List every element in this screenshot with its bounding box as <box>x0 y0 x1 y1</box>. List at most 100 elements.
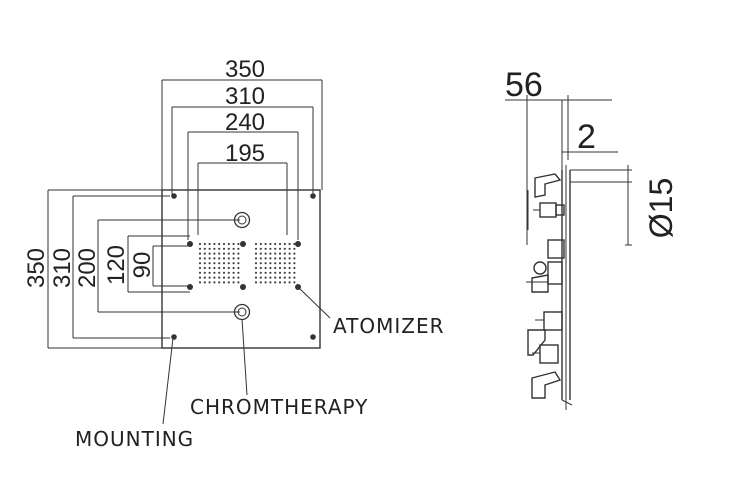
spray-dot <box>288 257 291 260</box>
spray-dot <box>218 257 221 260</box>
spray-dot <box>293 266 296 270</box>
spray-dot <box>269 257 272 260</box>
spray-dot <box>288 262 291 265</box>
callout-mounting: MOUNTING <box>75 427 194 451</box>
spray-dot <box>283 271 286 274</box>
spray-dot <box>232 257 235 260</box>
spray-dot <box>274 262 277 265</box>
spray-grid-left <box>198 242 240 284</box>
spray-dot <box>254 262 258 265</box>
spray-dot <box>237 271 240 274</box>
spray-dot <box>237 252 240 255</box>
dim-width-310: 310 <box>225 83 265 110</box>
spray-dot <box>208 252 211 255</box>
spray-dot <box>237 266 240 270</box>
dim-height-310: 310 <box>49 248 76 288</box>
spray-dot <box>274 242 277 246</box>
spray-dot <box>227 262 230 265</box>
front-view: 350 310 240 195 350 310 200 120 90 ATOMI… <box>23 56 443 451</box>
spray-dot <box>269 247 272 250</box>
spray-dot <box>232 242 235 246</box>
spray-dot <box>293 257 296 260</box>
spray-dot <box>283 247 286 250</box>
spray-dot <box>232 247 235 250</box>
spray-dot <box>269 242 272 246</box>
spray-dot <box>269 281 272 284</box>
spray-dot <box>278 262 282 265</box>
spray-dot <box>274 257 277 260</box>
spray-dot <box>222 247 226 250</box>
spray-dot <box>264 247 267 250</box>
spray-dot <box>232 276 235 279</box>
spray-dot <box>259 252 262 255</box>
spray-dot <box>232 252 235 255</box>
spray-dot <box>254 247 258 250</box>
spray-dot <box>283 281 286 284</box>
spray-dot <box>213 257 216 260</box>
spray-dot <box>203 257 206 260</box>
spray-dot <box>254 257 258 260</box>
spray-dot <box>203 242 206 246</box>
spray-dot <box>237 276 240 279</box>
spray-dot <box>259 266 262 270</box>
spray-dot <box>288 281 291 284</box>
spray-dot <box>293 247 296 250</box>
dim-width-240: 240 <box>225 109 265 136</box>
spray-dot <box>259 242 262 246</box>
spray-dot <box>264 276 267 279</box>
spray-dot <box>203 247 206 250</box>
spray-dot <box>264 252 267 255</box>
dim-diameter-15: Ø15 <box>643 178 679 238</box>
spray-dot <box>222 262 226 265</box>
side-view: 56 2 Ø15 <box>505 66 679 410</box>
spray-dot <box>213 262 216 265</box>
spray-dot <box>227 252 230 255</box>
spray-dot <box>288 271 291 274</box>
spray-dot <box>198 252 202 255</box>
spray-dot <box>198 276 202 279</box>
spray-dot <box>208 276 211 279</box>
spray-dot <box>264 271 267 274</box>
spray-dot <box>227 257 230 260</box>
spray-dot <box>259 262 262 265</box>
spray-dot <box>218 276 221 279</box>
atomizer-nozzles <box>187 241 301 290</box>
dim-height-350: 350 <box>23 248 50 288</box>
spray-dot <box>227 242 230 246</box>
spray-dot <box>274 281 277 284</box>
chromtherapy-lights <box>233 211 251 321</box>
spray-dot <box>203 266 206 270</box>
spray-dot <box>264 262 267 265</box>
spray-dot <box>264 266 267 270</box>
dim-depth-56: 56 <box>505 66 543 104</box>
mounting-holes <box>171 193 316 340</box>
spray-dot <box>232 266 235 270</box>
spray-dot <box>259 257 262 260</box>
spray-dot <box>218 262 221 265</box>
spray-dot <box>213 271 216 274</box>
spray-dot <box>293 262 296 265</box>
spray-dot <box>254 276 258 279</box>
spray-dot <box>227 276 230 279</box>
spray-dot <box>278 247 282 250</box>
spray-dot <box>274 271 277 274</box>
spray-dot <box>283 242 286 246</box>
spray-dot <box>293 271 296 274</box>
spray-dot <box>198 266 202 270</box>
spray-dot <box>198 271 202 274</box>
spray-dot <box>222 276 226 279</box>
spray-dot <box>198 281 202 284</box>
spray-dot <box>227 281 230 284</box>
spray-dot <box>278 242 282 246</box>
spray-dot <box>218 242 221 246</box>
spray-dot <box>274 247 277 250</box>
spray-dot <box>198 257 202 260</box>
spray-dot <box>269 271 272 274</box>
spray-dot <box>213 252 216 255</box>
vertical-dimension-lines <box>47 189 240 349</box>
spray-dot <box>208 247 211 250</box>
spray-dot <box>198 242 202 246</box>
spray-dot <box>237 262 240 265</box>
spray-dot <box>208 262 211 265</box>
